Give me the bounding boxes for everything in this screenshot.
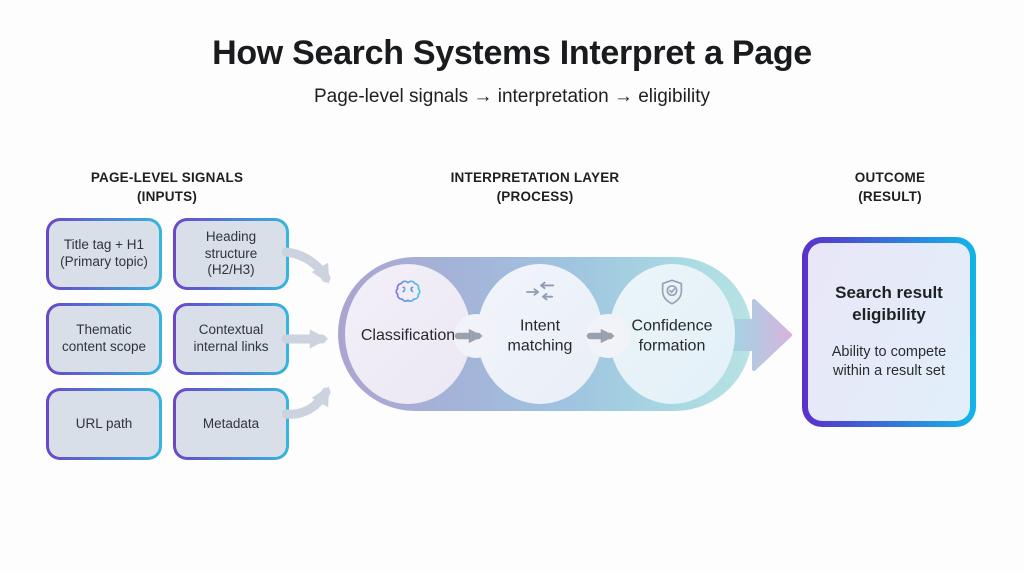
process-step-label: Confidence formation bbox=[631, 317, 713, 354]
process-header-sublabel: (PROCESS) bbox=[496, 189, 574, 204]
process-step-label: Classification bbox=[360, 327, 456, 345]
process-step-confidence-formation: Confidence formation bbox=[609, 264, 735, 404]
arrow-bottom-input bbox=[282, 386, 331, 419]
signal-box-metadata: Metadata bbox=[173, 388, 289, 460]
signal-label: Heading structure (H2/H3) bbox=[176, 221, 286, 287]
input-arrows bbox=[282, 247, 331, 419]
signal-label: Contextual internal links bbox=[176, 306, 286, 372]
outcome-header-sublabel: (RESULT) bbox=[858, 189, 922, 204]
page-title: How Search Systems Interpret a Page bbox=[212, 34, 812, 72]
arrow-top-input bbox=[282, 247, 331, 284]
outcome-header-label: OUTCOME bbox=[854, 170, 926, 185]
signal-box-title-tag: Title tag + H1 (Primary topic) bbox=[46, 218, 162, 290]
inputs-column-header: PAGE-LEVEL SIGNALS (INPUTS) bbox=[40, 168, 294, 206]
outcome-heading: Search result eligibility bbox=[835, 283, 943, 325]
signal-box-url-path: URL path bbox=[46, 388, 162, 460]
process-header-label: INTERPRETATION LAYER bbox=[450, 170, 620, 185]
flow-arrow bbox=[728, 299, 792, 371]
step-arrows bbox=[454, 328, 616, 344]
outcome-column-header: OUTCOME (RESULT) bbox=[800, 168, 980, 206]
process-step-label: Intent matching bbox=[507, 317, 573, 354]
process-step-classification: Classification bbox=[345, 264, 471, 404]
signal-label: Metadata bbox=[176, 391, 286, 457]
page-subtitle: Page-level signals → interpretation → el… bbox=[313, 86, 711, 107]
signal-label: Thematic content scope bbox=[49, 306, 159, 372]
outcome-card-body: Search result eligibility Ability to com… bbox=[808, 243, 970, 421]
signal-label: Title tag + H1 (Primary topic) bbox=[49, 221, 159, 287]
process-column-header: INTERPRETATION LAYER (PROCESS) bbox=[385, 168, 685, 206]
inputs-header-sublabel: (INPUTS) bbox=[136, 189, 198, 204]
outcome-description: Ability to compete within a result set bbox=[831, 343, 947, 380]
process-step-intent-matching: Intent matching bbox=[477, 264, 603, 404]
inputs-header-label: PAGE-LEVEL SIGNALS bbox=[90, 170, 244, 185]
merge-arrows-icon bbox=[477, 277, 603, 307]
flow-arrowhead bbox=[728, 299, 792, 371]
shield-check-icon bbox=[609, 277, 735, 307]
signal-box-thematic-scope: Thematic content scope bbox=[46, 303, 162, 375]
signal-box-heading-structure: Heading structure (H2/H3) bbox=[173, 218, 289, 290]
outcome-card: Search result eligibility Ability to com… bbox=[802, 237, 976, 427]
signal-box-internal-links: Contextual internal links bbox=[173, 303, 289, 375]
brain-icon bbox=[345, 277, 471, 307]
signal-label: URL path bbox=[49, 391, 159, 457]
